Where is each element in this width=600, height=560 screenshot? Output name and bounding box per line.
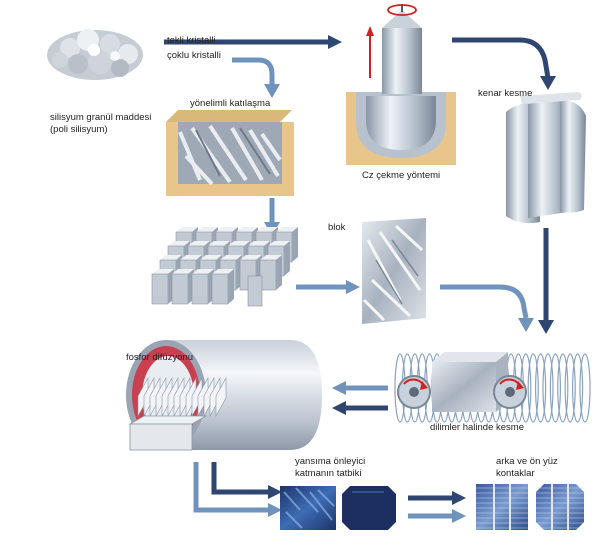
brick-face bbox=[191, 273, 209, 305]
saw-wire bbox=[542, 353, 554, 423]
brick-top bbox=[200, 255, 222, 260]
finished-cell-multi bbox=[476, 484, 528, 530]
label-edge-cut: kenar kesme bbox=[478, 88, 533, 99]
arrow-diffusion-to-arc bbox=[193, 462, 282, 517]
arrow-poly-to-directional bbox=[232, 57, 280, 98]
brick-top bbox=[208, 241, 230, 246]
brick-top bbox=[260, 255, 282, 260]
label-polysilicon: silisyum granül maddesi bbox=[50, 112, 152, 123]
label-poly: çoklu kristalli bbox=[167, 50, 221, 61]
arrow-edge-cut-to-saw bbox=[538, 228, 554, 334]
brick-top bbox=[212, 269, 234, 274]
cz-puller bbox=[346, 4, 456, 165]
brick-face bbox=[151, 273, 169, 305]
brick-top bbox=[216, 227, 238, 232]
label-arc-line1: yansıma önleyici bbox=[295, 456, 366, 467]
furnace-wafer bbox=[215, 376, 227, 418]
label-wire-saw: dilimler halinde kesme bbox=[430, 422, 524, 433]
label-mono: tekli kristalli bbox=[167, 35, 216, 46]
arrow-arc-to-contacts bbox=[408, 491, 466, 523]
edge-cut-ingot bbox=[506, 92, 586, 224]
brick-face bbox=[211, 273, 229, 305]
arc-cell-mono bbox=[342, 486, 396, 530]
brick-side bbox=[292, 227, 298, 262]
brick-top bbox=[196, 227, 218, 232]
brick-top bbox=[240, 255, 262, 260]
brick-side bbox=[228, 269, 234, 304]
label-contacts-line2: kontaklar bbox=[496, 468, 535, 479]
brick-side bbox=[284, 241, 290, 276]
directional-solidification-crucible bbox=[166, 110, 294, 196]
brick-face bbox=[259, 259, 277, 291]
saw-wire bbox=[534, 353, 547, 423]
brick-top bbox=[268, 241, 290, 246]
arrow-block-to-saw bbox=[440, 284, 534, 332]
brick-top bbox=[228, 241, 250, 246]
saw-wire bbox=[564, 353, 576, 423]
saw-wire bbox=[579, 353, 591, 423]
brick-top bbox=[248, 241, 270, 246]
arrow-mono-to-cz bbox=[164, 35, 342, 49]
saw-wire bbox=[571, 353, 584, 423]
brick-face bbox=[171, 273, 189, 305]
diffusion-furnace bbox=[126, 340, 322, 451]
arrow-saw-to-diffusion bbox=[332, 381, 388, 415]
label-directional: yönelimli katılaşma bbox=[190, 98, 271, 109]
label-arc-line2: katmanın tatbiki bbox=[295, 468, 362, 479]
multicrystalline-bricks bbox=[151, 227, 298, 307]
brick-top bbox=[160, 255, 182, 260]
brick-top bbox=[176, 227, 198, 232]
brick-side bbox=[276, 255, 282, 290]
brick-top bbox=[236, 227, 258, 232]
brick-top bbox=[180, 255, 202, 260]
arc-cell-textured bbox=[280, 486, 336, 530]
label-cz: Cz çekme yöntemi bbox=[362, 170, 441, 181]
wire-saw bbox=[394, 352, 591, 423]
brick-loose bbox=[247, 275, 263, 307]
saw-wire bbox=[527, 353, 539, 423]
brick-top bbox=[152, 269, 174, 274]
brick-top bbox=[220, 255, 242, 260]
label-polysilicon-sub: (poli silisyum) bbox=[50, 124, 108, 135]
polysilicon-granules-image bbox=[47, 29, 143, 80]
brick-top bbox=[172, 269, 194, 274]
saw-wire bbox=[557, 353, 569, 423]
arrow-bricks-to-block bbox=[296, 280, 360, 294]
label-phosphor: fosfor difüzyonu bbox=[126, 352, 194, 363]
label-contacts-line1: arka ve ön yüz bbox=[496, 456, 558, 467]
finished-cell-mono bbox=[536, 484, 584, 530]
brick-top bbox=[276, 227, 298, 232]
label-block: blok bbox=[328, 222, 346, 233]
arrow-cz-to-edge-cut bbox=[452, 37, 556, 90]
brick-top bbox=[168, 241, 190, 246]
silicon-block bbox=[362, 218, 426, 324]
brick-top bbox=[192, 269, 214, 274]
brick-top bbox=[256, 227, 278, 232]
brick-top bbox=[188, 241, 210, 246]
saw-wire bbox=[549, 353, 562, 423]
